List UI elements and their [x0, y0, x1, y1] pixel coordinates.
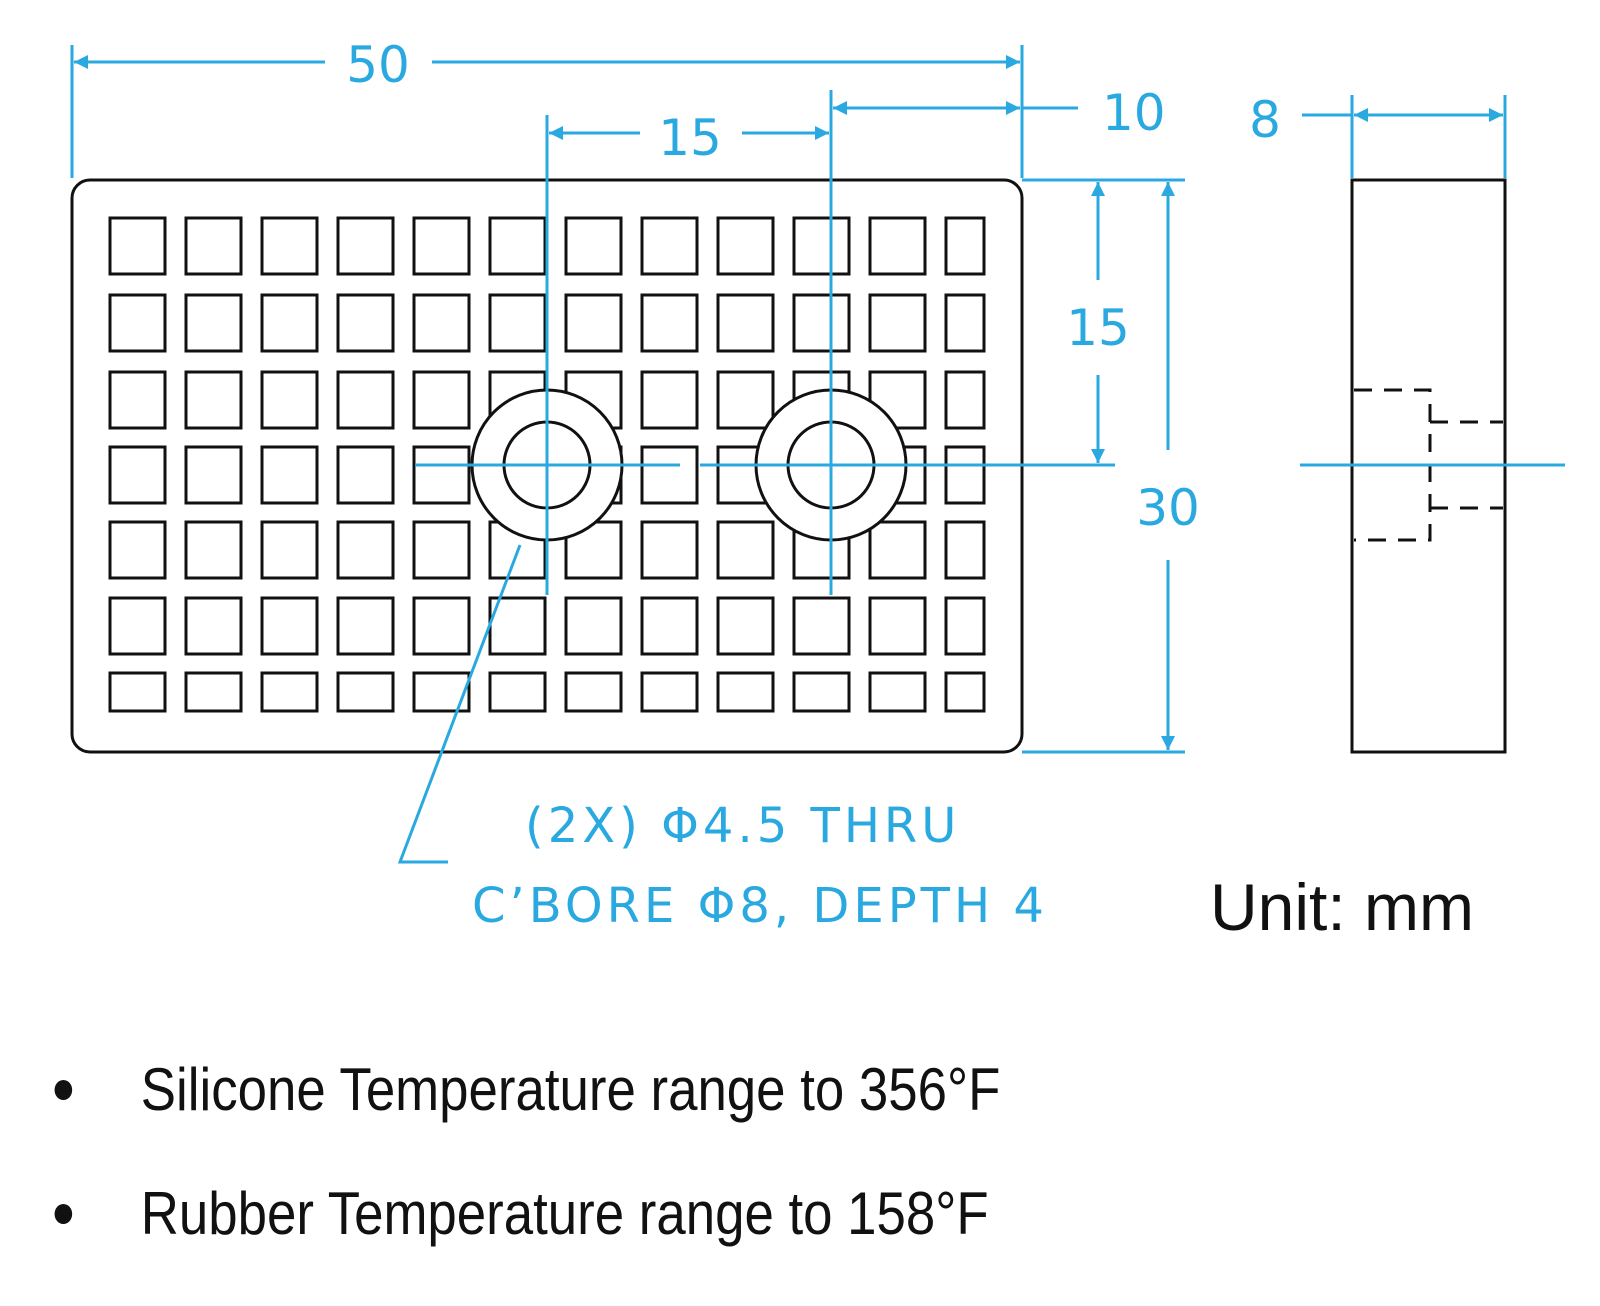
grid-cell: [260, 293, 319, 353]
grid-cell: [412, 596, 471, 656]
grid-cell: [716, 293, 775, 353]
list-item: Rubber Temperature range to 158°F: [0, 1164, 1408, 1288]
grid-cell: [260, 596, 319, 656]
grid-cell: [108, 520, 167, 580]
grid-cell: [944, 445, 986, 505]
grid-cell: [184, 216, 243, 276]
grid-cell: [564, 216, 623, 276]
dim-edge-offset: 10: [833, 84, 1166, 142]
grid-cell: [108, 370, 167, 430]
grid-cell: [792, 596, 851, 656]
grid-cell: [412, 671, 471, 713]
grid-cell: [868, 216, 927, 276]
grid-cell: [868, 293, 927, 353]
grid-cell: [108, 293, 167, 353]
grid-cell: [184, 293, 243, 353]
grid-cell: [564, 671, 623, 713]
grid-cell: [336, 445, 395, 505]
dim-hole-height-label: 15: [1066, 299, 1130, 357]
grid-cell: [944, 293, 986, 353]
dim-overall-height: 30: [1136, 182, 1200, 750]
grid-cell: [640, 216, 699, 276]
grid-cell: [716, 596, 775, 656]
grid-cell: [868, 520, 927, 580]
grid-cell: [260, 445, 319, 505]
grid-cell: [716, 671, 775, 713]
grid-cell: [108, 216, 167, 276]
grid-cell: [640, 370, 699, 430]
center-lines: [415, 90, 1115, 595]
grid-cell: [184, 596, 243, 656]
grid-cell: [260, 370, 319, 430]
grid-cell: [716, 216, 775, 276]
grid-cell: [564, 293, 623, 353]
grid-cell: [944, 216, 986, 276]
grid-cell: [488, 216, 547, 276]
grid-cell: [412, 293, 471, 353]
extension-lines: [70, 45, 1507, 754]
dim-hole-spacing: 15: [549, 109, 829, 167]
grid-cell: [944, 370, 986, 430]
grid-cell: [184, 671, 243, 713]
grid-cell: [792, 671, 851, 713]
dim-overall-width: 50: [74, 36, 1020, 94]
list-item: Silicone Temperature range to 356°F: [0, 1040, 1408, 1164]
grid-cell: [412, 370, 471, 430]
feature-text: Rubber Temperature range to 158°F: [140, 1180, 989, 1247]
grid-cell: [336, 596, 395, 656]
square-grid-pattern: [108, 216, 986, 713]
grid-cell: [640, 293, 699, 353]
grid-cell: [108, 596, 167, 656]
unit-label: Unit: mm: [1210, 870, 1474, 944]
grid-cell: [944, 520, 986, 580]
grid-cell: [108, 445, 167, 505]
dim-thickness: 8: [1249, 91, 1503, 149]
grid-cell: [260, 671, 319, 713]
grid-cell: [184, 370, 243, 430]
hole-note-line1: (2X) Φ4.5 THRU: [525, 798, 960, 854]
grid-cell: [792, 216, 851, 276]
dim-overall-width-label: 50: [346, 36, 410, 94]
grid-cell: [184, 520, 243, 580]
grid-cell: [640, 596, 699, 656]
grid-cell: [564, 596, 623, 656]
grid-cell: [336, 520, 395, 580]
grid-cell: [184, 445, 243, 505]
bullet-icon: [54, 1204, 73, 1224]
grid-cell: [716, 520, 775, 580]
grid-cell: [336, 671, 395, 713]
grid-cell: [412, 445, 471, 505]
feature-list: Silicone Temperature range to 356°F Rubb…: [0, 1040, 1600, 1288]
grid-cell: [868, 671, 927, 713]
grid-cell: [488, 293, 547, 353]
grid-cell: [412, 216, 471, 276]
grid-cell: [944, 671, 986, 713]
grid-cell: [792, 293, 851, 353]
feature-text: Silicone Temperature range to 356°F: [140, 1056, 1001, 1123]
grid-cell: [336, 216, 395, 276]
dim-hole-spacing-label: 15: [658, 109, 722, 167]
grid-cell: [336, 370, 395, 430]
grid-cell: [640, 671, 699, 713]
grid-cell: [108, 671, 167, 713]
grid-cell: [868, 596, 927, 656]
grid-cell: [716, 370, 775, 430]
bullet-icon: [54, 1080, 73, 1100]
side-view: [1300, 178, 1565, 754]
dim-edge-offset-label: 10: [1102, 84, 1166, 142]
grid-cell: [640, 520, 699, 580]
grid-cell: [488, 671, 547, 713]
grid-cell: [640, 445, 699, 505]
grid-cell: [944, 596, 986, 656]
hole-callout: (2X) Φ4.5 THRU C’BORE Φ8, DEPTH 4: [397, 544, 1048, 934]
grid-cell: [260, 520, 319, 580]
grid-cell: [260, 216, 319, 276]
dim-overall-height-label: 30: [1136, 479, 1200, 537]
grid-cell: [412, 520, 471, 580]
hole-note-line2: C’BORE Φ8, DEPTH 4: [472, 878, 1048, 934]
grid-cell: [336, 293, 395, 353]
technical-drawing: 50 15 10 8 15 30: [70, 36, 1565, 944]
dim-hole-height: 15: [1066, 182, 1130, 463]
dim-thickness-label: 8: [1249, 91, 1281, 149]
